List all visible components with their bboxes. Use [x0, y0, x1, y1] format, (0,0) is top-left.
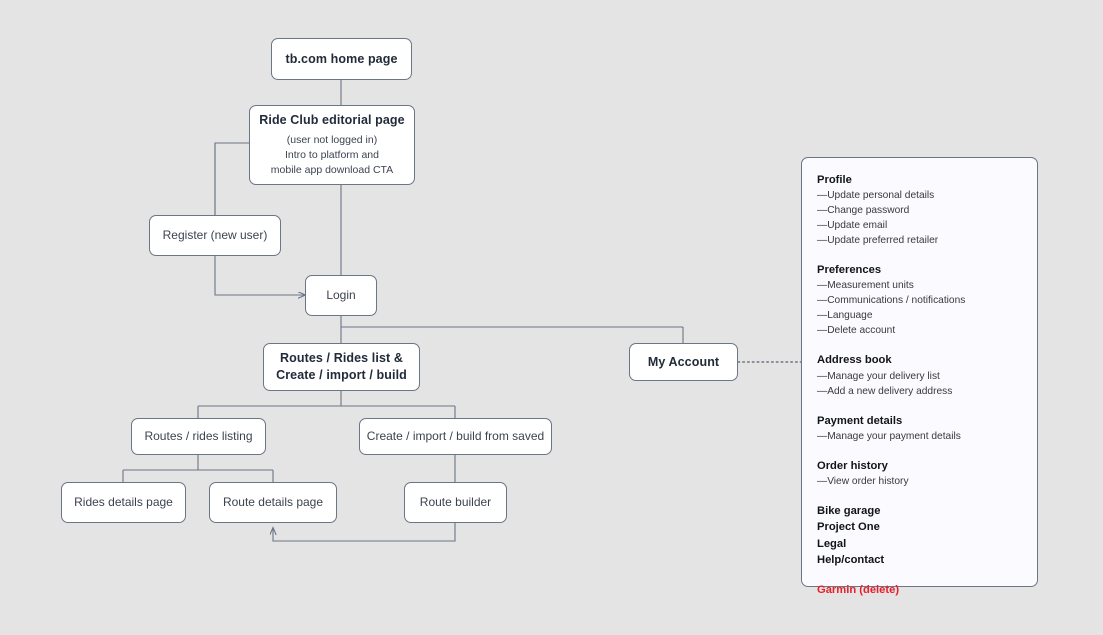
- editorial-sub-line-3: mobile app download CTA: [270, 163, 394, 176]
- panel-group-danger: Garmin (delete): [817, 582, 1037, 598]
- panel-item[interactable]: —Update email: [817, 220, 888, 232]
- panel-link-project-one[interactable]: Project One: [817, 521, 880, 534]
- editorial-sub-line-1: (user not logged in): [286, 134, 378, 147]
- panel-heading-address-book: Address book: [817, 354, 892, 367]
- node-routes-rides-hub-line-2: Create / import / build: [276, 368, 407, 382]
- panel-heading-profile: Profile: [817, 174, 852, 186]
- panel-item[interactable]: —Manage your delivery list: [817, 370, 940, 382]
- node-route-details-page-label: Route details page: [222, 495, 324, 510]
- node-route-details-page[interactable]: Route details page: [209, 482, 337, 523]
- node-routes-rides-listing-label: Routes / rides listing: [144, 429, 253, 444]
- node-register[interactable]: Register (new user): [149, 215, 281, 256]
- node-home-page-label: tb.com home page: [285, 51, 398, 66]
- node-routes-rides-hub-line-1: Routes / Rides list &: [280, 351, 403, 366]
- node-ride-club-editorial[interactable]: Ride Club editorial page (user not logge…: [249, 105, 415, 185]
- panel-group-plain-links: Bike garage Project One Legal Help/conta…: [817, 503, 1037, 569]
- wire-builder-to-route-details: [273, 523, 456, 542]
- editorial-sub-line-2: Intro to platform and: [285, 148, 379, 161]
- node-routes-rides-hub[interactable]: Routes / Rides list & Create / import / …: [263, 343, 420, 391]
- node-routes-rides-listing[interactable]: Routes / rides listing: [131, 418, 266, 455]
- panel-item[interactable]: —Change password: [817, 205, 910, 217]
- node-login[interactable]: Login: [305, 275, 377, 316]
- node-home-page[interactable]: tb.com home page: [271, 38, 412, 80]
- panel-item[interactable]: —Language: [817, 310, 873, 322]
- panel-item[interactable]: —Update preferred retailer: [817, 235, 939, 247]
- panel-item[interactable]: —Delete account: [817, 325, 896, 337]
- panel-group-address-book: Address book —Manage your delivery list …: [817, 352, 1037, 399]
- node-route-builder-label: Route builder: [419, 495, 492, 510]
- node-my-account[interactable]: My Account: [629, 343, 738, 381]
- panel-group-preferences: Preferences —Measurement units —Communic…: [817, 262, 1037, 339]
- panel-item[interactable]: —Add a new delivery address: [817, 385, 953, 397]
- node-ride-club-editorial-label: Ride Club editorial page: [259, 113, 405, 128]
- panel-heading-preferences: Preferences: [817, 264, 882, 277]
- panel-link-bike-garage[interactable]: Bike garage: [817, 504, 881, 517]
- panel-link-help-contact[interactable]: Help/contact: [817, 554, 885, 567]
- panel-item[interactable]: —Measurement units: [817, 280, 914, 292]
- node-ride-club-editorial-sub: (user not logged in) Intro to platform a…: [271, 133, 393, 178]
- panel-item[interactable]: —View order history: [817, 476, 909, 487]
- panel-item[interactable]: —Communications / notifications: [817, 295, 966, 307]
- panel-link-garmin-delete[interactable]: Garmin (delete): [817, 583, 900, 596]
- panel-group-payment-details: Payment details —Manage your payment det…: [817, 413, 1037, 445]
- node-my-account-label: My Account: [647, 354, 720, 369]
- panel-link-legal[interactable]: Legal: [817, 537, 847, 550]
- node-rides-details-page[interactable]: Rides details page: [61, 482, 186, 523]
- node-rides-details-page-label: Rides details page: [74, 495, 173, 510]
- node-register-label: Register (new user): [162, 228, 268, 243]
- panel-heading-order-history: Order history: [817, 459, 888, 472]
- panel-item[interactable]: —Manage your payment details: [817, 430, 961, 442]
- panel-item[interactable]: —Update personal details: [817, 190, 935, 202]
- node-login-label: Login: [326, 288, 356, 303]
- panel-heading-payment-details: Payment details: [817, 414, 903, 427]
- panel-group-order-history: Order history —View order history: [817, 458, 1037, 490]
- node-route-builder[interactable]: Route builder: [404, 482, 507, 523]
- panel-group-profile: Profile —Update personal details —Change…: [817, 172, 1037, 249]
- node-create-import-build-label: Create / import / build from saved: [366, 429, 545, 444]
- my-account-detail-panel: Profile —Update personal details —Change…: [801, 157, 1038, 596]
- node-create-import-build[interactable]: Create / import / build from saved: [359, 418, 552, 455]
